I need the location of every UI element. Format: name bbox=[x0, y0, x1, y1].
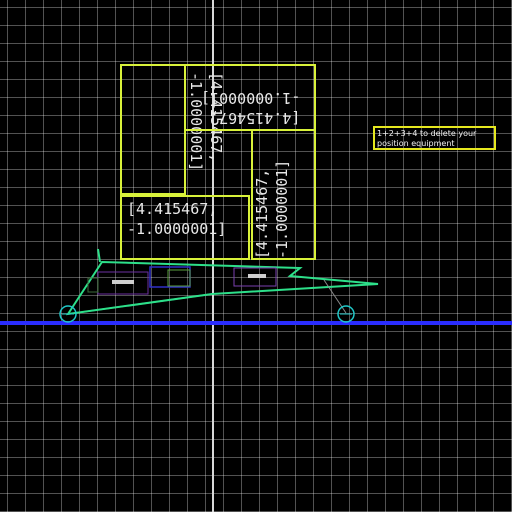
vehicle-hull bbox=[65, 260, 379, 316]
vertical-axis-line bbox=[212, 0, 214, 512]
delete-hint-label: 1+2+3+4 to delete your position equipmen… bbox=[373, 126, 496, 150]
position-box-right[interactable]: [4.415467, -1.0000001] bbox=[251, 129, 316, 260]
front-wheel bbox=[59, 305, 77, 323]
position-box-bottom[interactable]: [4.415467, -1.0000001] bbox=[120, 195, 250, 260]
vehicle-part-4 bbox=[233, 267, 277, 287]
vehicle-part-5 bbox=[87, 277, 99, 293]
ground-line bbox=[0, 321, 512, 325]
vehicle-leg bbox=[323, 279, 347, 314]
rear-wheel bbox=[337, 305, 355, 323]
vehicle-light-1 bbox=[112, 280, 134, 284]
vehicle-part-3 bbox=[167, 269, 191, 287]
position-box-top[interactable]: [4.415467, -1.0000001] bbox=[184, 64, 316, 131]
position-box-bottom-text: [4.415467, -1.0000001] bbox=[127, 200, 227, 238]
vehicle-light-2 bbox=[248, 274, 266, 278]
vehicle-strut bbox=[67, 293, 213, 315]
vehicle-fin bbox=[97, 248, 101, 263]
